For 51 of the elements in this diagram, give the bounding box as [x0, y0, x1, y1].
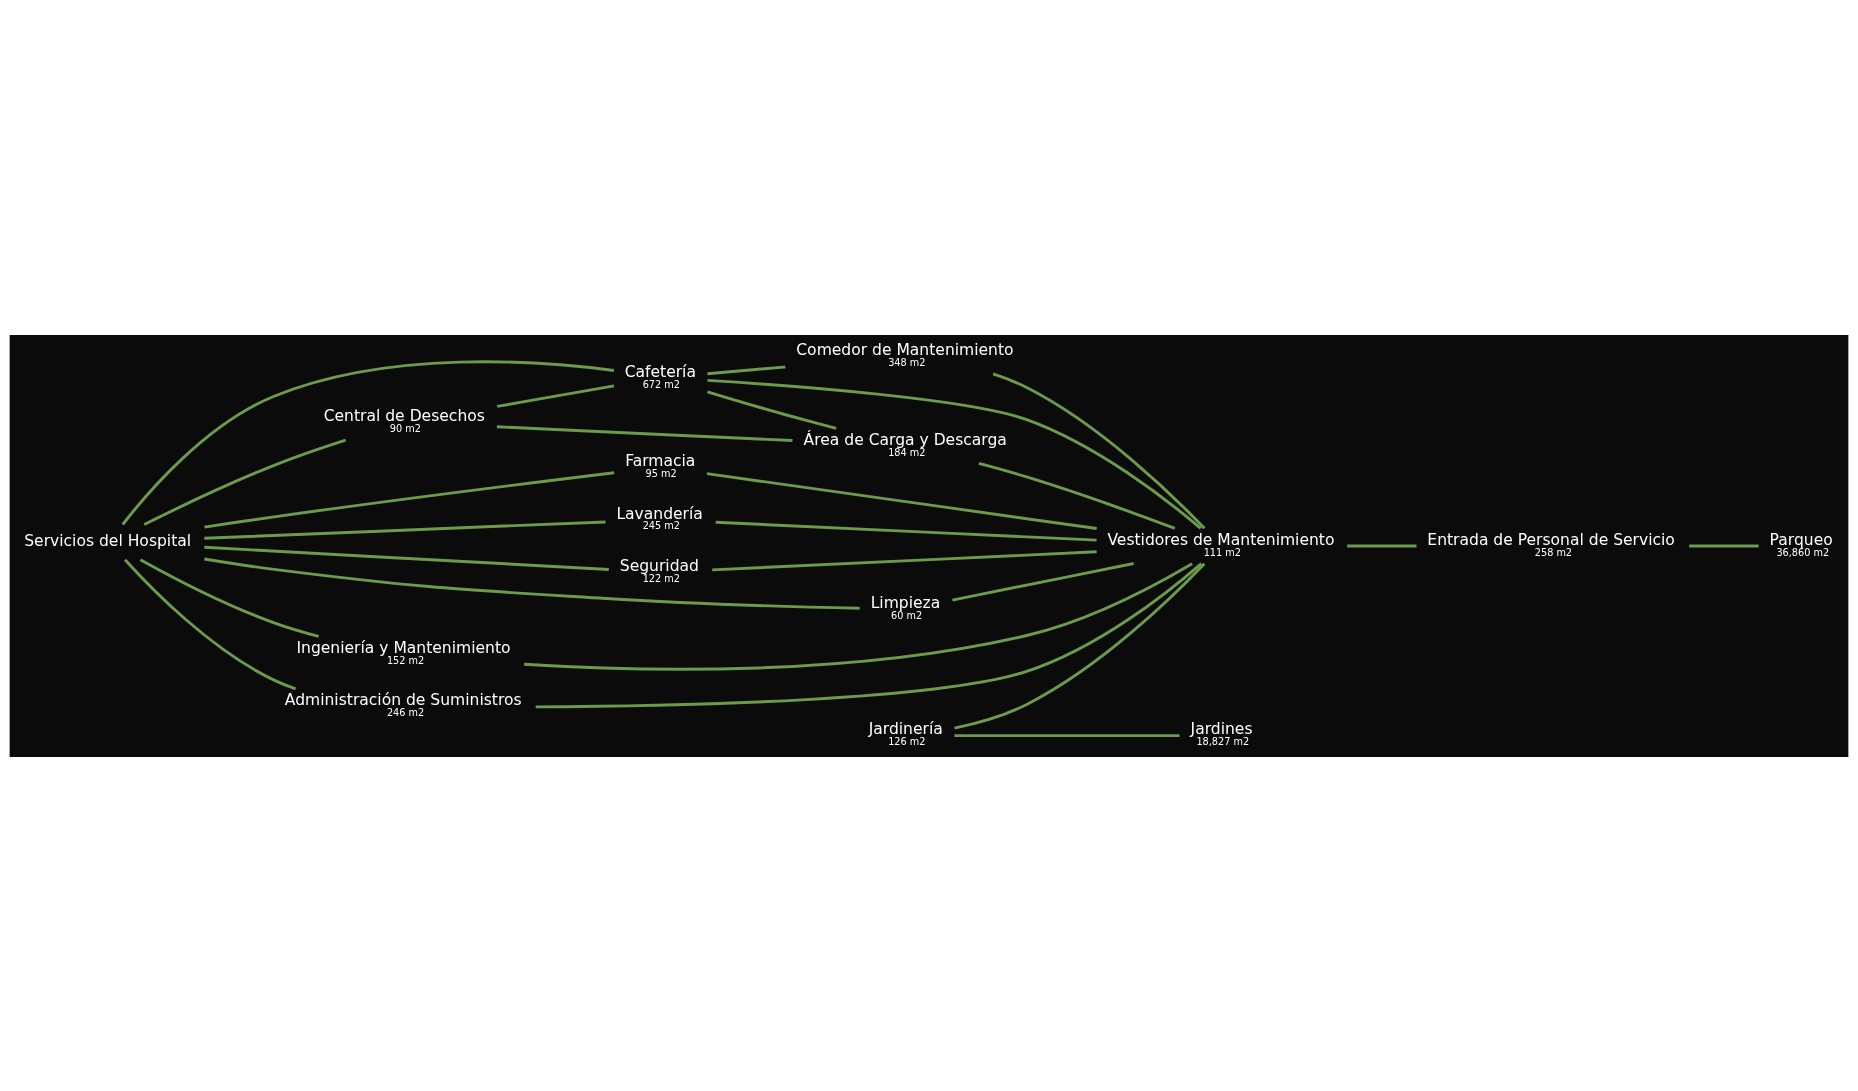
- connector: [204, 470, 615, 529]
- connector: [121, 359, 615, 525]
- node-label: 246 m2: [386, 706, 425, 718]
- node-text: Servicios del Hospital: [24, 531, 192, 550]
- node-text: Vestidores de Mantenimiento: [1107, 530, 1335, 549]
- node-text: Área de Carga y Descarga: [803, 430, 1007, 449]
- node-text: Jardines: [1190, 719, 1253, 738]
- node-text: Parqueo: [1769, 530, 1833, 549]
- connector: [715, 520, 1097, 542]
- connector: [978, 461, 1176, 530]
- node-text: Seguridad: [619, 556, 699, 575]
- node-text: Farmacia: [625, 451, 696, 470]
- node-text: Central de Desechos: [323, 406, 485, 425]
- connector: [524, 561, 1193, 671]
- connector: [992, 372, 1206, 529]
- connector: [1347, 544, 1417, 547]
- connector: [124, 558, 297, 690]
- node-label: 348 m2: [888, 356, 926, 368]
- node-label: 126 m2: [888, 735, 926, 747]
- connector: [706, 471, 1097, 530]
- connector: [707, 378, 1202, 529]
- connector: [707, 389, 837, 430]
- node-text: Entrada de Personal de Servicio: [1427, 530, 1675, 549]
- node-label: 90 m2: [389, 422, 421, 434]
- node-label: 258 m2: [1534, 546, 1573, 558]
- node-text: Ingeniería y Mantenimiento: [296, 638, 511, 657]
- connector: [204, 520, 606, 540]
- connector: [139, 557, 320, 638]
- connector: [712, 549, 1097, 571]
- connector: [535, 562, 1203, 708]
- connector: [952, 561, 1134, 601]
- connector: [954, 733, 1180, 737]
- node-text: Cafetería: [624, 362, 696, 381]
- node-label: 152 m2: [386, 654, 425, 666]
- connector: [496, 424, 793, 442]
- node-text: Administración de Suministros: [284, 690, 522, 709]
- connector: [707, 364, 786, 375]
- node-text: Comedor de Mantenimiento: [796, 340, 1014, 359]
- node-label: 245 m2: [642, 519, 680, 531]
- node-label: 95 m2: [645, 467, 677, 479]
- connector: [1689, 544, 1759, 547]
- connector: [143, 438, 346, 526]
- connector: [204, 545, 609, 571]
- node-text: Limpieza: [870, 593, 941, 612]
- connector: [204, 557, 860, 610]
- connector: [954, 562, 1206, 730]
- node-text: Jardinería: [868, 719, 943, 738]
- node-label: 111 m2: [1203, 546, 1241, 558]
- node-label: 672 m2: [642, 378, 680, 390]
- node-label: 18,827 m2: [1196, 735, 1250, 747]
- connector: [496, 383, 615, 408]
